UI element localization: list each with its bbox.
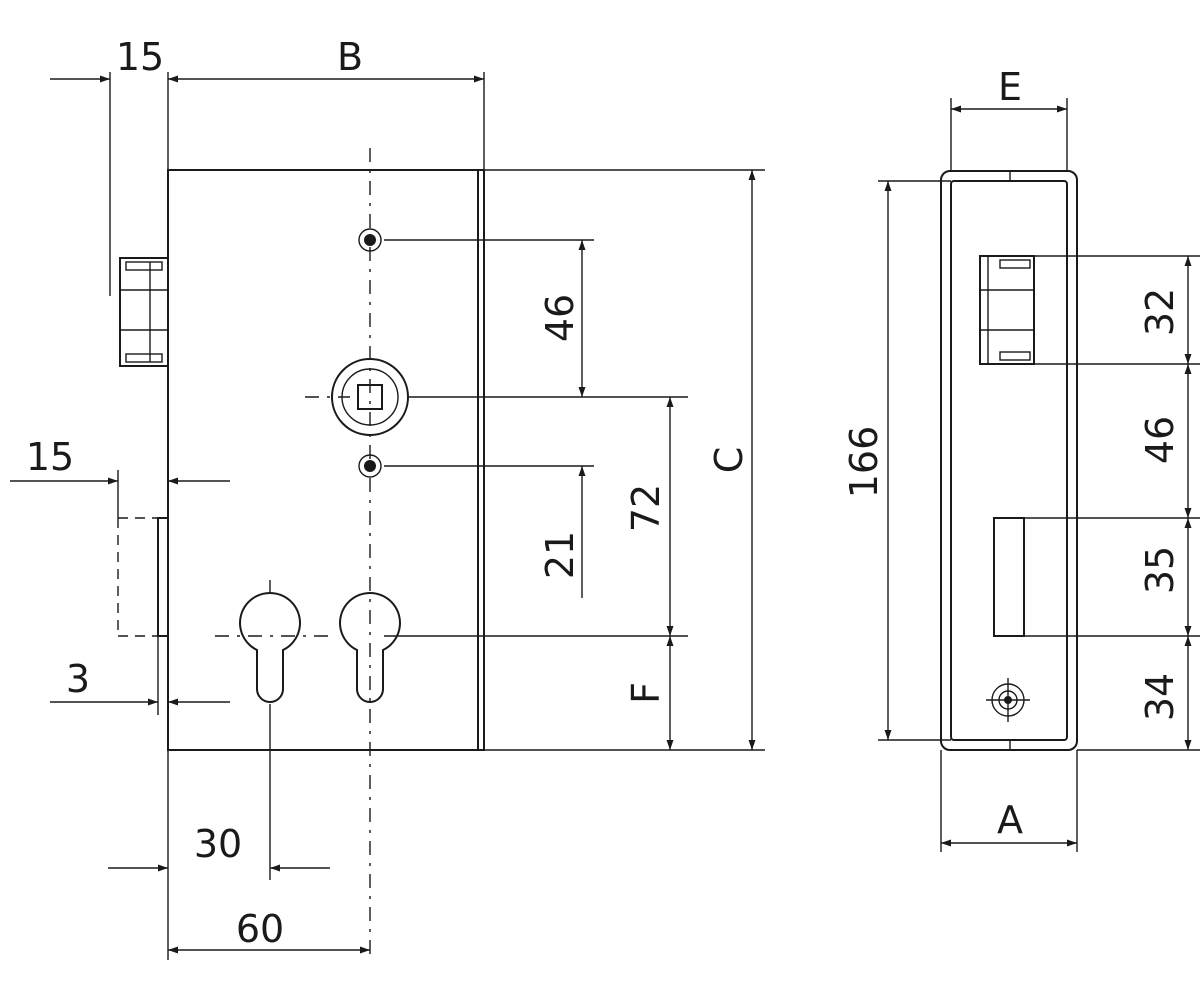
- latch-bolt: [109, 257, 169, 367]
- dim-21-label: 21: [538, 531, 582, 579]
- dim-34-label: 34: [1138, 673, 1182, 721]
- lock-body-outline: [167, 169, 485, 751]
- dim-15-top-label: 15: [116, 35, 164, 79]
- forend-plate-outer: [940, 170, 1078, 751]
- dim-72-label: 72: [624, 484, 668, 532]
- deadbolt-outline: [117, 517, 169, 637]
- dim-b-label: B: [337, 35, 363, 79]
- front-view: 15 B C 46 21 72 F 15 3 30 60: [10, 35, 765, 960]
- screw-bottom: [358, 454, 382, 478]
- cylinder-hole-right: [339, 591, 401, 703]
- dim-15-side-label: 15: [26, 435, 74, 479]
- dim-c-label: C: [707, 447, 751, 474]
- screw-top: [358, 228, 382, 252]
- forend-plate-inner: [950, 180, 1068, 741]
- dim-166-label: 166: [842, 426, 886, 499]
- side-deadbolt-slot: [993, 517, 1025, 637]
- dim-32-label: 32: [1138, 288, 1182, 336]
- follower-hub: [305, 358, 409, 436]
- dim-46-label: 46: [538, 294, 582, 342]
- dim-3-label: 3: [66, 657, 90, 701]
- dim-a-label: A: [997, 798, 1023, 842]
- dim-60-label: 60: [236, 907, 284, 951]
- dim-30-label: 30: [194, 822, 242, 866]
- side-latch: [979, 255, 1035, 365]
- dim-e-label: E: [998, 65, 1022, 109]
- side-screw: [986, 678, 1030, 722]
- dim-f-label: F: [624, 682, 668, 704]
- dim-35-label: 35: [1138, 546, 1182, 594]
- side-view: E 166 32 46 35 34 A: [842, 65, 1200, 852]
- dim-46-side-label: 46: [1138, 416, 1182, 464]
- cylinder-hole-left: [239, 591, 301, 703]
